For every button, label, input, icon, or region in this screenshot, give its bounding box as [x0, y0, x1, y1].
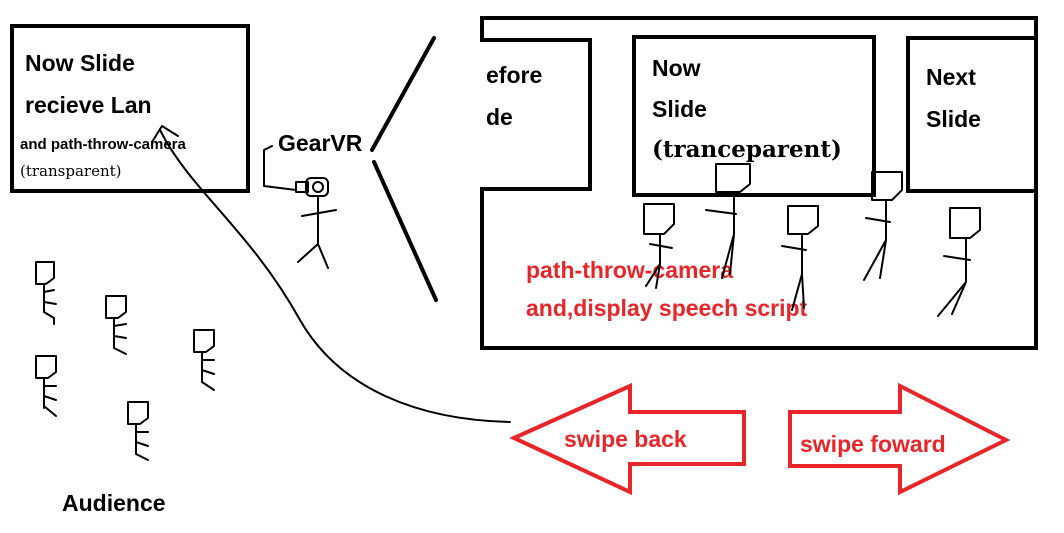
arrow-right-icon [788, 382, 1011, 496]
arrow-left-icon [509, 382, 746, 496]
presenter-figure-icon [263, 145, 337, 269]
headset-caption-line1: path-throw-camera [526, 257, 734, 283]
before-slide-box [480, 38, 592, 191]
headset-audience-3-icon [781, 205, 819, 311]
audience-figure-4-icon [35, 355, 57, 417]
before-slide-line1: efore [486, 62, 543, 88]
headset-audience-2-icon [705, 163, 751, 279]
swipe-forward-label: swipe foward [800, 431, 946, 457]
swipe-back-label: swipe back [564, 426, 687, 452]
audience-figure-2-icon [105, 295, 127, 355]
fov-line-bottom [372, 160, 438, 302]
next-slide-box [906, 36, 1038, 193]
now-slide-line1: Now [652, 55, 701, 81]
connector-arrowhead [151, 125, 179, 143]
presenter-screen-box [10, 24, 250, 193]
audience-figure-1-icon [35, 261, 57, 325]
now-slide-line3: (tranceparent) [652, 136, 842, 163]
next-slide-line1: Next [926, 64, 976, 90]
headset-audience-4-icon [863, 171, 903, 281]
now-slide-line2: Slide [652, 96, 707, 122]
now-slide-box [632, 35, 876, 197]
audience-figure-5-icon [127, 401, 149, 461]
headset-audience-5-icon [937, 207, 981, 317]
connector-curve [159, 129, 511, 423]
gearvr-label: GearVR [278, 130, 363, 156]
presenter-screen-line4: (transparent) [20, 162, 122, 180]
audience-figure-3-icon [193, 329, 215, 391]
fov-line-top [370, 36, 436, 152]
audience-label: Audience [62, 490, 166, 516]
next-slide-line2: Slide [926, 106, 981, 132]
before-slide-line2: de [486, 104, 513, 130]
headset-caption-line2: and,display speech script [526, 295, 808, 321]
presenter-screen-line3: and path-throw-camera [20, 136, 186, 153]
headset-audience-1-icon [643, 203, 675, 289]
presenter-screen-line2: recieve Lan [25, 92, 152, 118]
presenter-screen-line1: Now Slide [25, 50, 135, 76]
